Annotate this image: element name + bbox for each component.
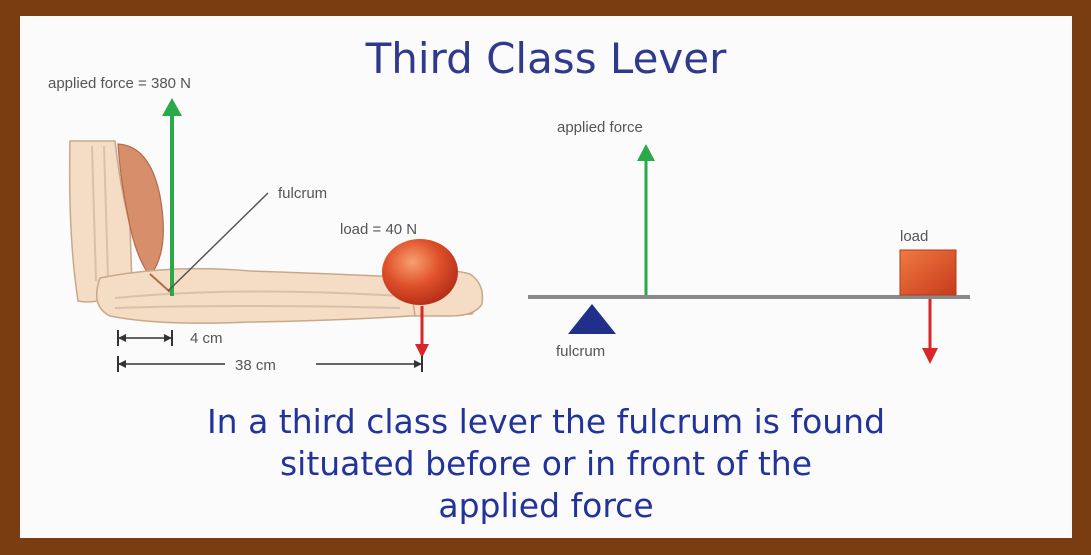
- arm-fulcrum-label: fulcrum: [278, 185, 327, 202]
- schematic-lever: applied force load fulcrum: [528, 119, 970, 364]
- load-ball: [382, 239, 458, 305]
- schematic-fulcrum-label: fulcrum: [556, 343, 605, 360]
- lever-diagrams: applied force = 380 N fulcrum load = 40 …: [48, 75, 970, 374]
- forearm-bone: [114, 290, 401, 299]
- short-distance-label: 4 cm: [190, 330, 223, 347]
- fulcrum-pointer: [167, 192, 269, 292]
- forearm: [95, 267, 479, 324]
- caption-line-1: In a third class lever the fulcrum is fo…: [206, 402, 886, 441]
- arm-applied-force-label: applied force = 380 N: [48, 75, 191, 92]
- diagram-panel: Third Class Lever: [20, 16, 1072, 538]
- long-distance-label: 38 cm: [235, 357, 276, 374]
- arm-load-label: load = 40 N: [340, 221, 417, 238]
- page-title: Third Class Lever: [365, 34, 727, 83]
- humerus-bone: [91, 145, 97, 282]
- fulcrum-triangle: [568, 304, 616, 334]
- schematic-load-label: load: [900, 228, 928, 245]
- schematic-applied-force-label: applied force: [557, 119, 643, 136]
- caption-line-2: situated before or in front of the: [279, 444, 813, 483]
- arm-illustration: applied force = 380 N fulcrum load = 40 …: [48, 75, 484, 374]
- caption: In a third class lever the fulcrum is fo…: [20, 401, 1072, 527]
- load-box: [899, 249, 957, 296]
- caption-line-3: applied force: [438, 486, 654, 525]
- lever-beam: [528, 295, 970, 299]
